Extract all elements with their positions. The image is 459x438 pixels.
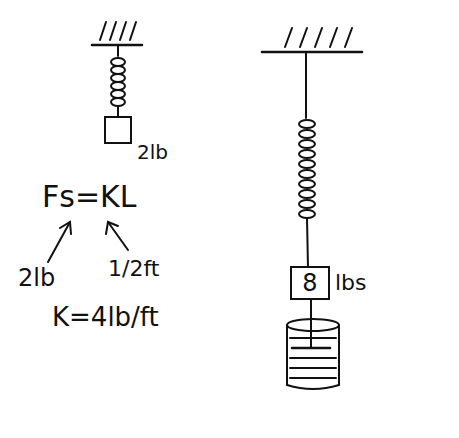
weight-label: 2lb: [137, 142, 168, 162]
quantity-label: 1/2ft: [108, 258, 159, 280]
equation: K=4lb/ft: [52, 304, 159, 330]
weight-value: 8: [292, 271, 328, 295]
quantity-label: 2lb: [18, 266, 55, 290]
weight-box: 2lb: [104, 116, 132, 144]
weight-label: lbs: [335, 272, 367, 294]
weight-box: 8lbs: [290, 266, 330, 300]
equation: Fs=KL: [42, 182, 136, 212]
